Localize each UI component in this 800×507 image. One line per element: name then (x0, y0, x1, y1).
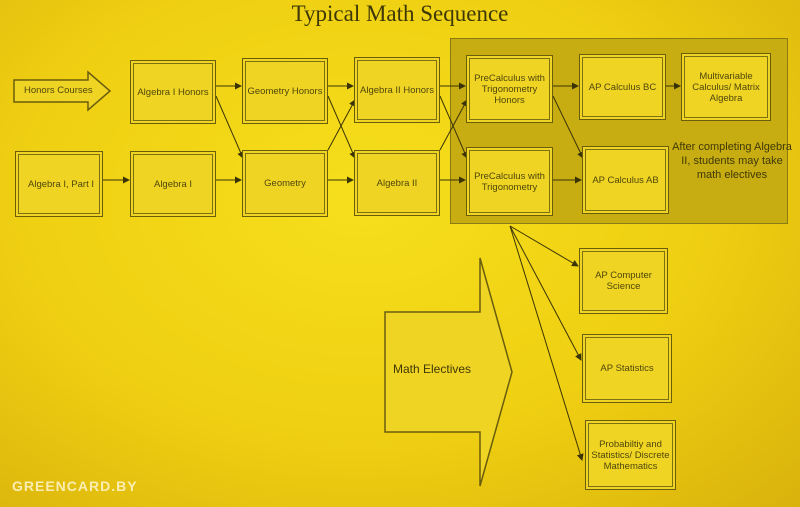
course-ap-calculus-bc: AP Calculus BC (579, 54, 666, 120)
course-algebra-2-honors: Algebra II Honors (354, 57, 440, 123)
course-algebra-1-part-1: Algebra I, Part I (15, 151, 103, 217)
course-precalculus-honors: PreCalculus with Trigonometry Honors (466, 55, 553, 123)
math-electives-label: Math Electives (393, 362, 472, 376)
electives-arrow-shape (384, 257, 513, 487)
course-precalculus: PreCalculus with Trigonometry (466, 147, 553, 216)
course-ap-calculus-ab: AP Calculus AB (582, 146, 669, 214)
honors-arrow-shape (13, 70, 112, 112)
course-geometry: Geometry (242, 150, 328, 217)
course-algebra-2: Algebra II (354, 150, 440, 216)
course-ap-statistics: AP Statistics (582, 334, 672, 403)
course-ap-computer-science: AP Computer Science (579, 248, 668, 314)
course-algebra-1-honors: Algebra I Honors (130, 60, 216, 124)
watermark: GREENCARD.BY (12, 478, 138, 494)
course-multivariable-calculus: Multivariable Calculus/ Matrix Algebra (681, 53, 771, 121)
course-geometry-honors: Geometry Honors (242, 58, 328, 124)
panel-note: After completing Algebra II, students ma… (672, 141, 792, 181)
course-algebra-1: Algebra I (130, 151, 216, 217)
honors-courses-label: Honors Courses (24, 85, 93, 96)
course-probability-statistics: Probabiltiy and Statistics/ Discrete Mat… (585, 420, 676, 490)
diagram-title: Typical Math Sequence (291, 1, 509, 26)
